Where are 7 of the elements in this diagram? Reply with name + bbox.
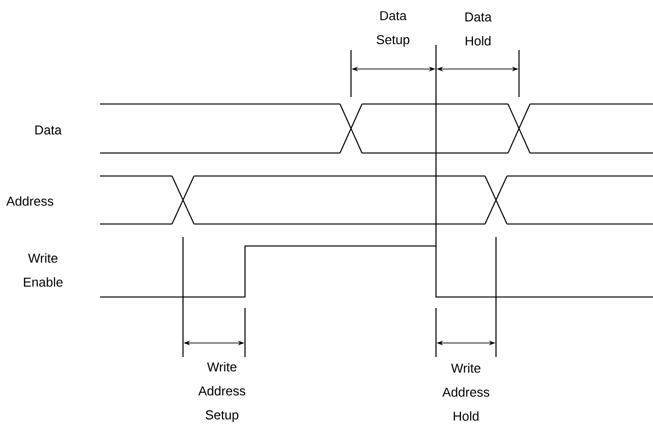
signal-label: Write Enable	[24, 253, 63, 287]
dimension-label: Data Hold	[465, 12, 492, 46]
dimension-label: Write Address Hold	[442, 363, 490, 421]
dimension-label: Write Address Setup	[198, 362, 246, 422]
dimension-label: Data Setup	[376, 11, 410, 47]
signal-label: Address	[6, 196, 54, 206]
signal-label: Data	[35, 126, 62, 134]
